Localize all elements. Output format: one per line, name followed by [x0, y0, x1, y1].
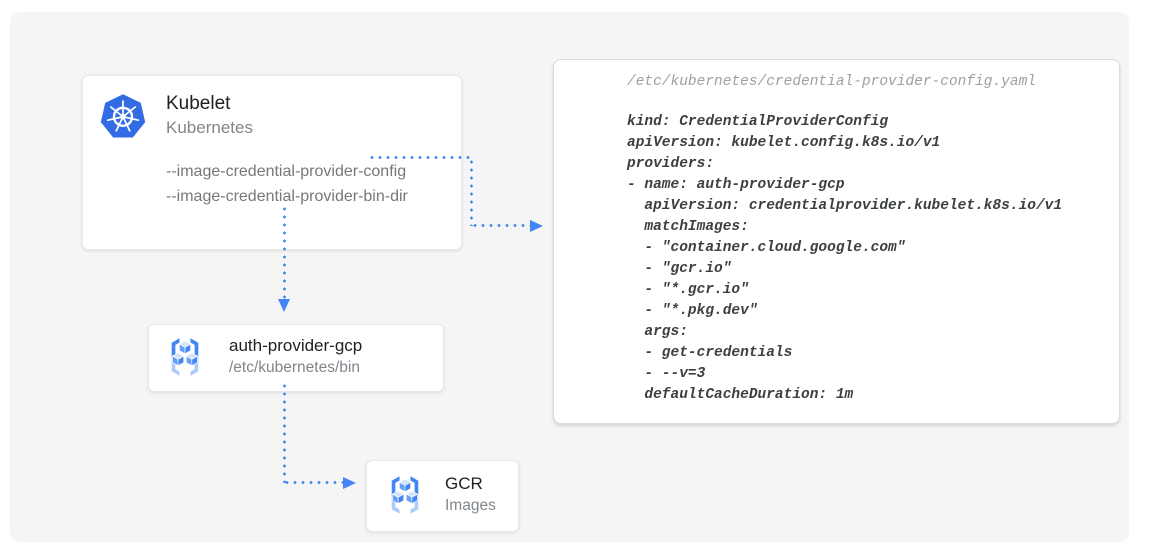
gcr-subtitle: Images: [445, 497, 496, 514]
kubelet-flags: --image-credential-provider-config --ima…: [166, 159, 408, 209]
container-registry-icon: [171, 338, 199, 376]
kubelet-node: Kubelet Kubernetes --image-credential-pr…: [82, 75, 462, 250]
config-yaml-code: kind: CredentialProviderConfig apiVersio…: [627, 114, 1063, 403]
flag-image-credential-provider-config: --image-credential-provider-config: [166, 163, 407, 180]
diagram-canvas: Kubelet Kubernetes --image-credential-pr…: [10, 12, 1129, 542]
auth-provider-gcp-path: /etc/kubernetes/bin: [229, 359, 360, 376]
credential-provider-config-panel: /etc/kubernetes/credential-provider-conf…: [553, 59, 1120, 424]
kubelet-title: Kubelet: [166, 93, 231, 114]
connector-kubelet-to-auth: [283, 205, 286, 300]
arrowhead-into-config-panel: [530, 220, 543, 232]
auth-provider-gcp-title: auth-provider-gcp: [229, 336, 363, 355]
connector-auth-to-gcr-h: [283, 481, 344, 484]
arrowhead-into-gcr: [343, 477, 356, 489]
gcr-node: GCR Images: [366, 460, 519, 532]
config-file-path: /etc/kubernetes/credential-provider-conf…: [627, 74, 1036, 90]
connector-flag-to-config-h1: [368, 156, 472, 159]
auth-provider-gcp-node: auth-provider-gcp /etc/kubernetes/bin: [148, 324, 444, 392]
gcr-registry-icon: [391, 476, 419, 514]
flag-image-credential-provider-bin-dir: --image-credential-provider-bin-dir: [166, 188, 408, 205]
connector-flag-to-config-v: [470, 158, 473, 226]
kubelet-subtitle: Kubernetes: [166, 118, 253, 137]
kubernetes-logo-icon: [100, 94, 146, 138]
gcr-title: GCR: [445, 474, 483, 493]
connector-flag-to-config-h2: [471, 224, 531, 227]
connector-auth-to-gcr-v: [283, 382, 286, 483]
arrowhead-into-auth-provider: [278, 299, 290, 312]
